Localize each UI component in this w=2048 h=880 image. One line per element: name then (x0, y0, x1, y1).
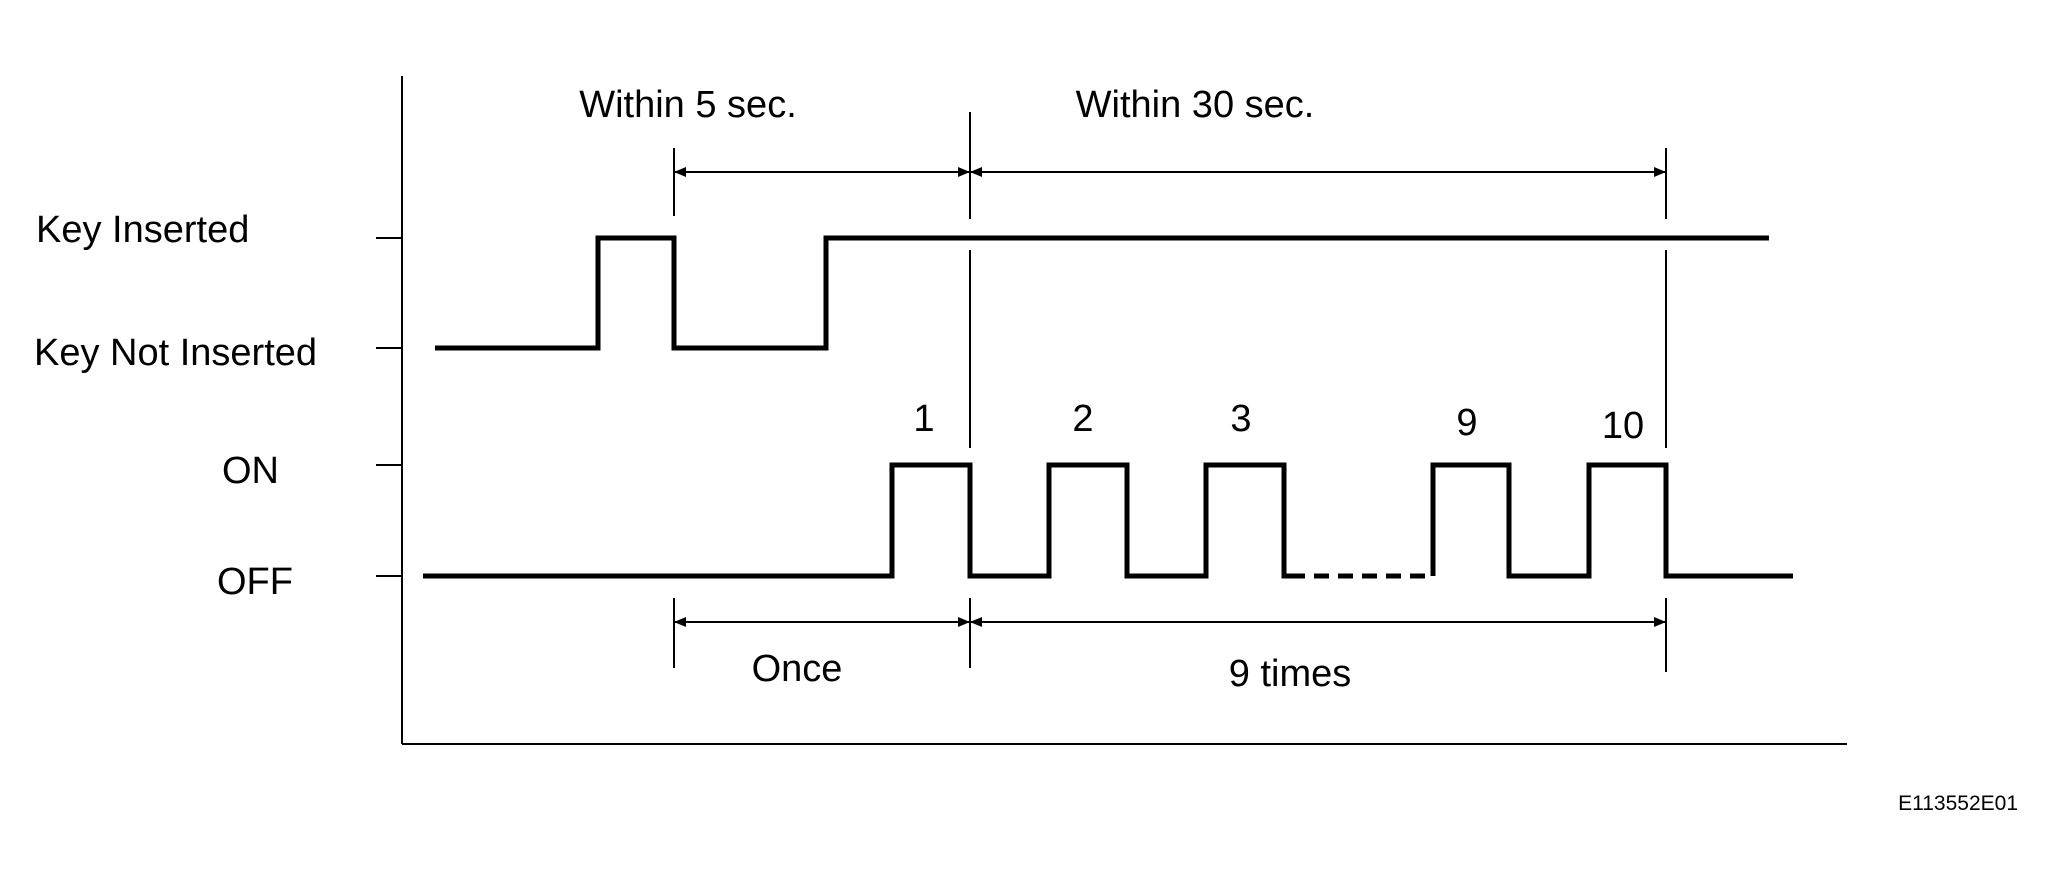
label-on: ON (222, 450, 279, 492)
key-signal-waveform (435, 235, 1769, 351)
label-key-not-inserted: Key Not Inserted (34, 332, 317, 374)
pulse-number-1: 1 (913, 398, 934, 440)
switch-signal-waveform (423, 462, 1290, 579)
switch-signal-waveform-end (1430, 462, 1793, 579)
level-ticks (376, 237, 402, 577)
pulse-number-10: 10 (1602, 405, 1644, 447)
label-within-30-sec: Within 30 sec. (1076, 84, 1315, 126)
pulse-number-2: 2 (1072, 398, 1093, 440)
label-off: OFF (217, 561, 293, 603)
pulse-number-3: 3 (1230, 398, 1251, 440)
pulse-number-9: 9 (1456, 402, 1477, 444)
dimension-arrows (674, 167, 1666, 627)
label-9-times: 9 times (1229, 653, 1351, 695)
label-once: Once (752, 648, 843, 690)
axes (401, 76, 1847, 745)
label-within-5-sec: Within 5 sec. (579, 84, 797, 126)
reference-lines (673, 112, 1667, 672)
figure-code: E113552E01 (1898, 792, 2018, 815)
label-key-inserted: Key Inserted (36, 209, 249, 251)
